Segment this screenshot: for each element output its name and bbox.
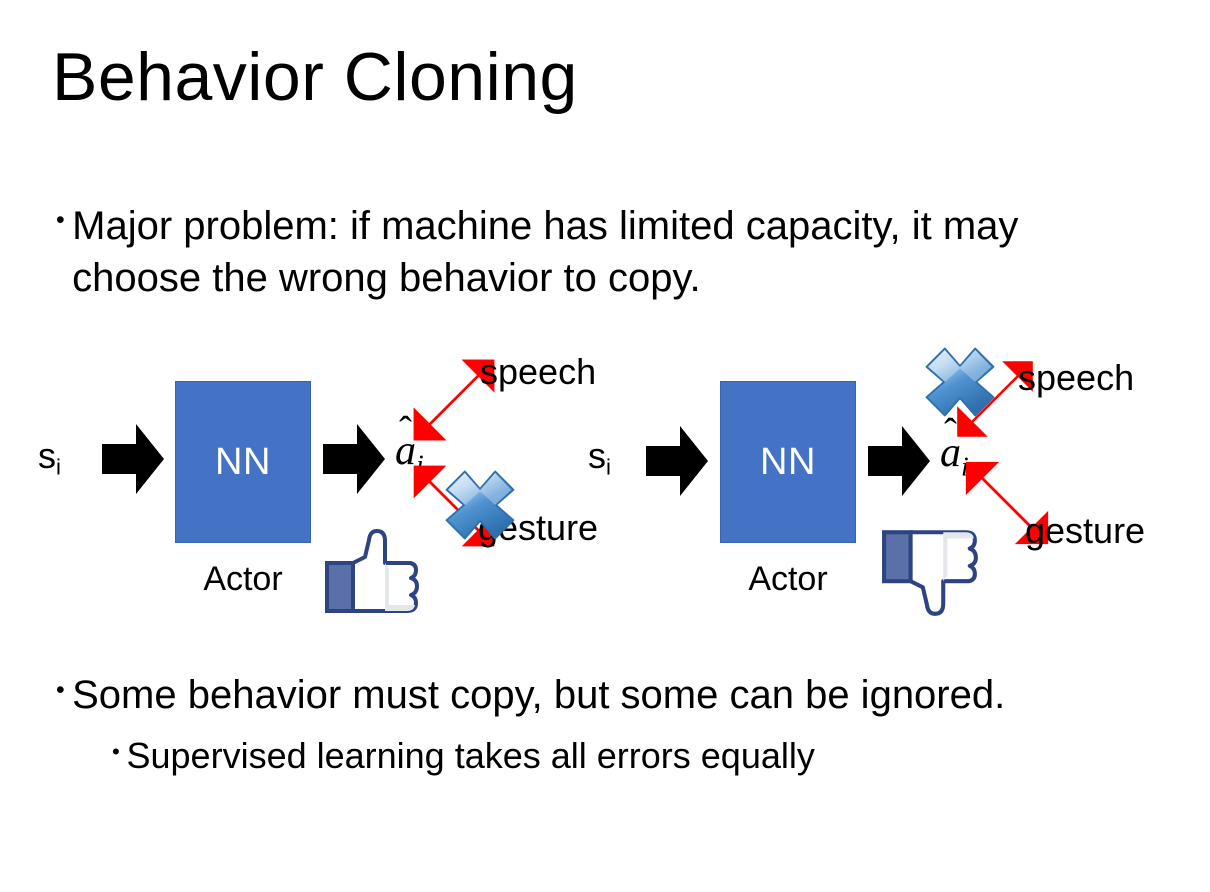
diagram-negative-case: si NN Actor ̂ai speech: [570, 330, 1200, 640]
page-title: Behavior Cloning: [52, 39, 578, 115]
bullet-marker-icon: •: [56, 677, 65, 705]
diagram-positive-case: si NN Actor ̂ai speech: [10, 330, 630, 640]
output-action-label-left: ̂ai: [395, 428, 424, 480]
branch-arrow-speech-right-icon: [950, 354, 1040, 444]
output-arrow-left-icon: [323, 422, 385, 496]
input-state-label-right: si: [588, 435, 611, 480]
feedback-thumbs-down-icon: [880, 522, 982, 620]
branch-label-speech-right: speech: [1018, 357, 1135, 398]
branch-label-gesture-right: gesture: [1025, 510, 1146, 551]
actor-caption-right: Actor: [748, 560, 828, 598]
cross-out-gesture-left-icon: [442, 467, 518, 543]
actor-caption-left: Actor: [203, 560, 283, 598]
cross-out-speech-right-icon: [922, 344, 998, 420]
output-arrow-right-icon: [868, 424, 930, 498]
branch-label-speech-left: speech: [480, 351, 597, 392]
input-arrow-right-icon: [646, 424, 708, 498]
branch-arrow-speech-left-icon: [406, 352, 502, 448]
input-arrow-left-icon: [102, 422, 164, 496]
bullet-marker-icon: •: [112, 739, 120, 765]
feedback-thumbs-up-icon: [322, 527, 424, 619]
nn-box-right: NN: [720, 381, 856, 543]
bullet-major-problem-text: Major problem: if machine has limited ca…: [72, 204, 1019, 300]
bullet-some-behavior: • Some behavior must copy, but some can …: [56, 670, 1166, 720]
branch-arrow-gesture-right-icon: [958, 454, 1056, 552]
bullet-supervised-learning-text: Supervised learning takes all errors equ…: [126, 735, 815, 776]
bullet-supervised-learning: • Supervised learning takes all errors e…: [112, 733, 1172, 778]
nn-box-right-label: NN: [760, 441, 816, 483]
nn-box-left: NN: [175, 381, 311, 543]
bullet-some-behavior-text: Some behavior must copy, but some can be…: [72, 673, 1006, 717]
bullet-marker-icon: •: [56, 207, 65, 235]
input-state-label-left: si: [38, 435, 61, 480]
bullet-major-problem: • Major problem: if machine has limited …: [56, 200, 1116, 304]
nn-box-left-label: NN: [215, 441, 271, 483]
output-action-label-right: ̂ai: [940, 430, 969, 482]
